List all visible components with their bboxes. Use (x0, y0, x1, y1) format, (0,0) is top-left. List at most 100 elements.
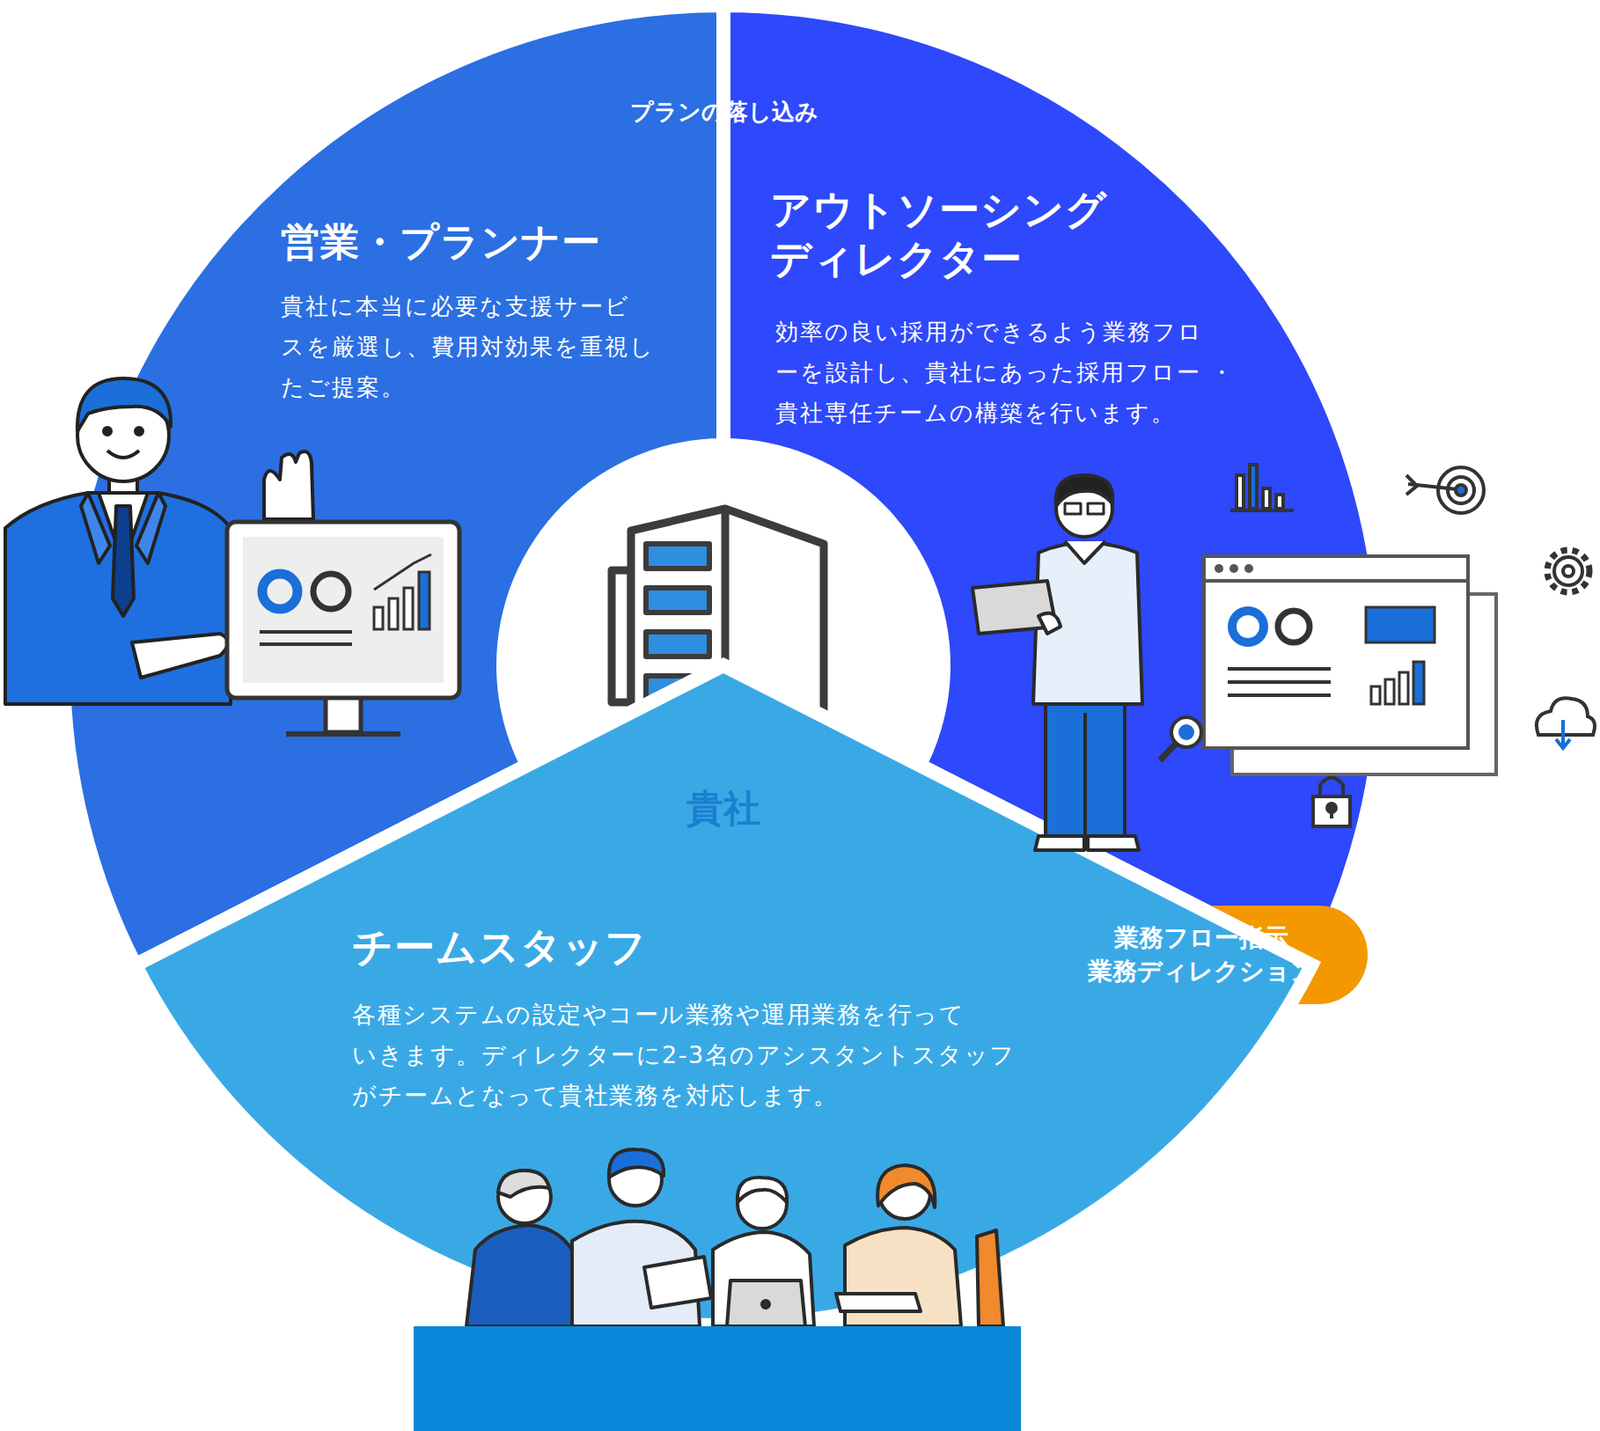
sector-shape (63, 5, 1384, 1326)
illustration-part (1371, 686, 1380, 705)
illustration-part (1056, 480, 1113, 537)
illustration-part (1203, 556, 1468, 749)
illustration-part (259, 642, 353, 646)
illustration-part (227, 521, 460, 698)
illustration-part (374, 607, 383, 630)
sector-heading-wrap: チームスタッフ (352, 923, 793, 972)
illustration-part (644, 1256, 712, 1308)
illustration-part (1230, 508, 1294, 513)
illustration-part (1178, 724, 1195, 741)
illustration-part (844, 1227, 962, 1327)
monitor-figure (227, 521, 460, 734)
illustration-part (286, 731, 401, 737)
illustration-part (1087, 503, 1104, 514)
illustration-part (712, 1232, 815, 1327)
sector-body: 貴社に本当に必要な支援サービ スを厳選し、費用対効果を重視し たご提案。 (280, 286, 739, 408)
illustration-part (259, 630, 353, 634)
illustration-part (313, 573, 349, 610)
sector-body: 効率の良い採用ができるよう業務フロ ーを設計し、貴社にあった採用フロー ・貴社専… (775, 311, 1286, 434)
illustration-part (136, 492, 166, 564)
illustration-part (1262, 488, 1270, 509)
illustration-part (1554, 557, 1583, 586)
illustration-part (609, 1149, 664, 1178)
team-figure (466, 1149, 1004, 1327)
illustration-part (1276, 494, 1284, 509)
sector-heading: チームスタッフ (352, 923, 793, 972)
illustration-part (976, 1230, 1004, 1327)
illustration-part (572, 1221, 700, 1327)
illustration-part (1244, 564, 1254, 573)
illustration-part (262, 573, 298, 610)
illustration-part (1064, 503, 1081, 514)
illustration-part (1249, 464, 1257, 509)
sector-fill (135, 665, 1313, 1326)
sector-heading: 営業・プランナー (280, 219, 668, 266)
illustration-part (1408, 484, 1458, 490)
illustration-part (737, 1177, 787, 1203)
illustration-part (498, 1170, 550, 1197)
illustration-part (1045, 695, 1125, 837)
illustration-part (1033, 543, 1143, 705)
illustration-part (1236, 475, 1244, 509)
pill-label: プランの落し込み (630, 96, 819, 128)
illustration-part (972, 580, 1057, 634)
illustration-part (1083, 712, 1087, 837)
illustration-part (1232, 610, 1264, 643)
illustration-part (1229, 564, 1239, 573)
illustration-part (77, 389, 169, 482)
illustration-part (466, 1225, 581, 1327)
illustration-part (1563, 565, 1574, 577)
illustration-part (388, 598, 398, 630)
illustration-part (1413, 661, 1424, 705)
illustration-part (1171, 717, 1202, 748)
sector-body: 各種システムの設定やコール業務や運用業務を行って いきます。ディレクターに2-3… (352, 994, 1030, 1116)
illustration-part (1399, 672, 1409, 705)
illustration-part (374, 554, 432, 590)
illustration-part (1320, 777, 1344, 798)
pie-sector: チームスタッフ各種システムの設定やコール業務や運用業務を行って いきます。ディレ… (63, 5, 1384, 1326)
center-label: 貴社 (496, 785, 951, 834)
director-figure (972, 475, 1143, 851)
illustration-part (1406, 475, 1417, 495)
illustration-part (877, 1165, 935, 1208)
illustration-part (1056, 475, 1114, 507)
illustration-part (1555, 739, 1571, 749)
sector-heading-wrap: 営業・プランナー (280, 219, 668, 266)
sector-body-wrap: 各種システムの設定やコール業務や運用業務を行って いきます。ディレクターに2-3… (352, 994, 1030, 1116)
illustration-part (1227, 680, 1331, 684)
illustration-part (103, 427, 111, 435)
illustration-part (1227, 667, 1331, 671)
illustration-part (1227, 693, 1331, 698)
illustration-part (5, 492, 231, 705)
illustration-part (242, 536, 444, 683)
illustration-part (77, 378, 171, 432)
building-part (645, 543, 710, 569)
illustration-part (1536, 697, 1595, 735)
building-part (645, 587, 710, 613)
illustration-part (1038, 613, 1061, 634)
illustration-part (1455, 484, 1467, 496)
illustration-part (1159, 743, 1176, 761)
illustration-part (737, 1179, 787, 1229)
illustration-part (1547, 550, 1590, 593)
sector-body-wrap: 効率の良い採用ができるよう業務フロ ーを設計し、貴社にあった採用フロー ・貴社専… (775, 311, 1286, 434)
illustration-part (1203, 579, 1468, 583)
illustration-part (1385, 679, 1395, 705)
illustration-part (1447, 477, 1475, 504)
illustration-part (1232, 594, 1497, 775)
sector-heading: アウトソーシング ディレクター (770, 184, 1158, 284)
illustration-part (403, 587, 413, 630)
illustration-part (1561, 719, 1565, 747)
illustration-part (726, 1280, 806, 1327)
illustration-part (98, 492, 148, 564)
illustration-part (1087, 836, 1139, 851)
illustration-part (80, 492, 111, 564)
illustration-part (879, 1167, 931, 1219)
illustration-part (762, 1300, 770, 1308)
illustration-part (264, 451, 314, 520)
illustration-part (418, 572, 430, 630)
browser-window (1203, 556, 1497, 775)
illustration-part (1064, 541, 1106, 564)
